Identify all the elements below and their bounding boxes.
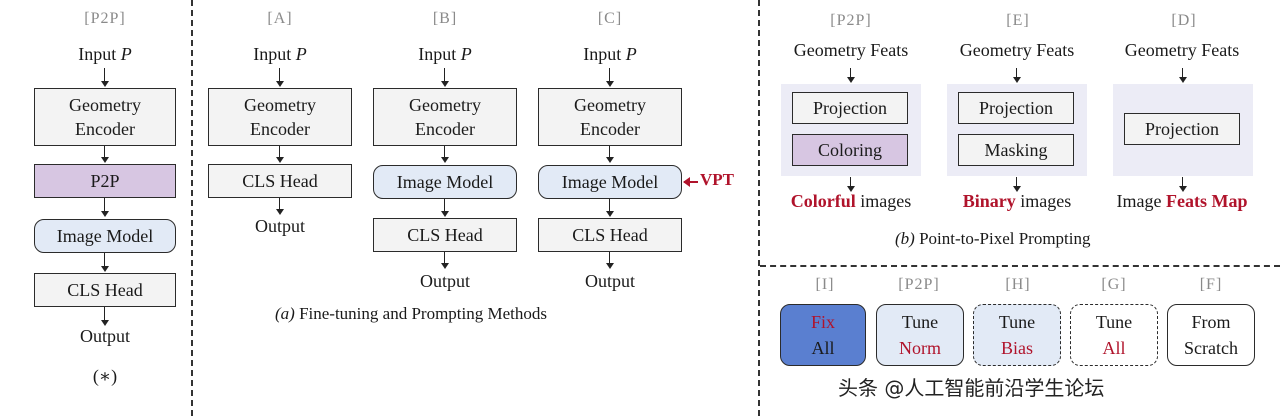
geometry-feats-label: Geometry Feats — [959, 40, 1075, 60]
caption-b: (b) Point-to-Pixel Prompting — [895, 229, 1091, 248]
separator-left — [191, 0, 193, 416]
separator-horizontal — [760, 265, 1280, 267]
input-label: Input P — [583, 44, 637, 64]
colorful-images-label: Colorful images — [790, 191, 912, 211]
projection-box: Projection — [792, 92, 908, 124]
input-label: Input P — [78, 44, 132, 64]
caption-a: (a) Fine-tuning and Prompting Methods — [275, 304, 547, 323]
p2p-box: P2P — [34, 164, 176, 198]
geometry-feats-label: Geometry Feats — [1124, 40, 1240, 60]
geometry-feats-label: Geometry Feats — [793, 40, 909, 60]
image-model-box: Image Model — [538, 165, 682, 199]
geometry-encoder-box: Geometry Encoder — [373, 88, 517, 146]
image-model-box: Image Model — [34, 219, 176, 253]
tag-g: [G] — [1101, 276, 1127, 293]
label-star: (∗) — [92, 366, 118, 386]
vpt-label: VPT — [700, 170, 734, 189]
input-label: Input P — [253, 44, 307, 64]
coloring-box: Coloring — [792, 134, 908, 166]
watermark: 头条 @人工智能前沿学生论坛 — [838, 376, 1105, 400]
tag-prompt-p2p: [P2P] — [830, 12, 872, 29]
cls-head-box: CLS Head — [373, 218, 517, 252]
tag-d: [D] — [1171, 12, 1197, 29]
image-feats-map-label: Image Feats Map — [1116, 191, 1248, 211]
cls-head-box: CLS Head — [538, 218, 682, 252]
tag-tuning-p2p: [P2P] — [898, 276, 940, 293]
projection-box: Projection — [1124, 113, 1240, 145]
tag-i: [I] — [815, 276, 835, 293]
output-label: Output — [419, 271, 470, 291]
tag-f: [F] — [1199, 276, 1223, 293]
geometry-encoder-box: Geometry Encoder — [34, 88, 176, 146]
output-label: Output — [584, 271, 635, 291]
tag-b: [B] — [432, 10, 458, 27]
tag-e: [E] — [1006, 12, 1030, 29]
tag-h: [H] — [1005, 276, 1031, 293]
binary-images-label: Binary images — [962, 191, 1072, 211]
image-model-box: Image Model — [373, 165, 517, 199]
geometry-encoder-box: Geometry Encoder — [538, 88, 682, 146]
tag-star-p2p: [P2P] — [84, 10, 126, 27]
output-label: Output — [254, 216, 305, 236]
separator-right — [758, 0, 760, 416]
cls-head-box: CLS Head — [34, 273, 176, 307]
input-label: Input P — [418, 44, 472, 64]
tag-a: [A] — [267, 10, 293, 27]
output-label: Output — [79, 326, 130, 346]
tag-c: [C] — [597, 10, 623, 27]
geometry-encoder-box: Geometry Encoder — [208, 88, 352, 146]
cls-head-box: CLS Head — [208, 164, 352, 198]
vpt-arrow — [684, 181, 698, 183]
projection-box: Projection — [958, 92, 1074, 124]
masking-box: Masking — [958, 134, 1074, 166]
